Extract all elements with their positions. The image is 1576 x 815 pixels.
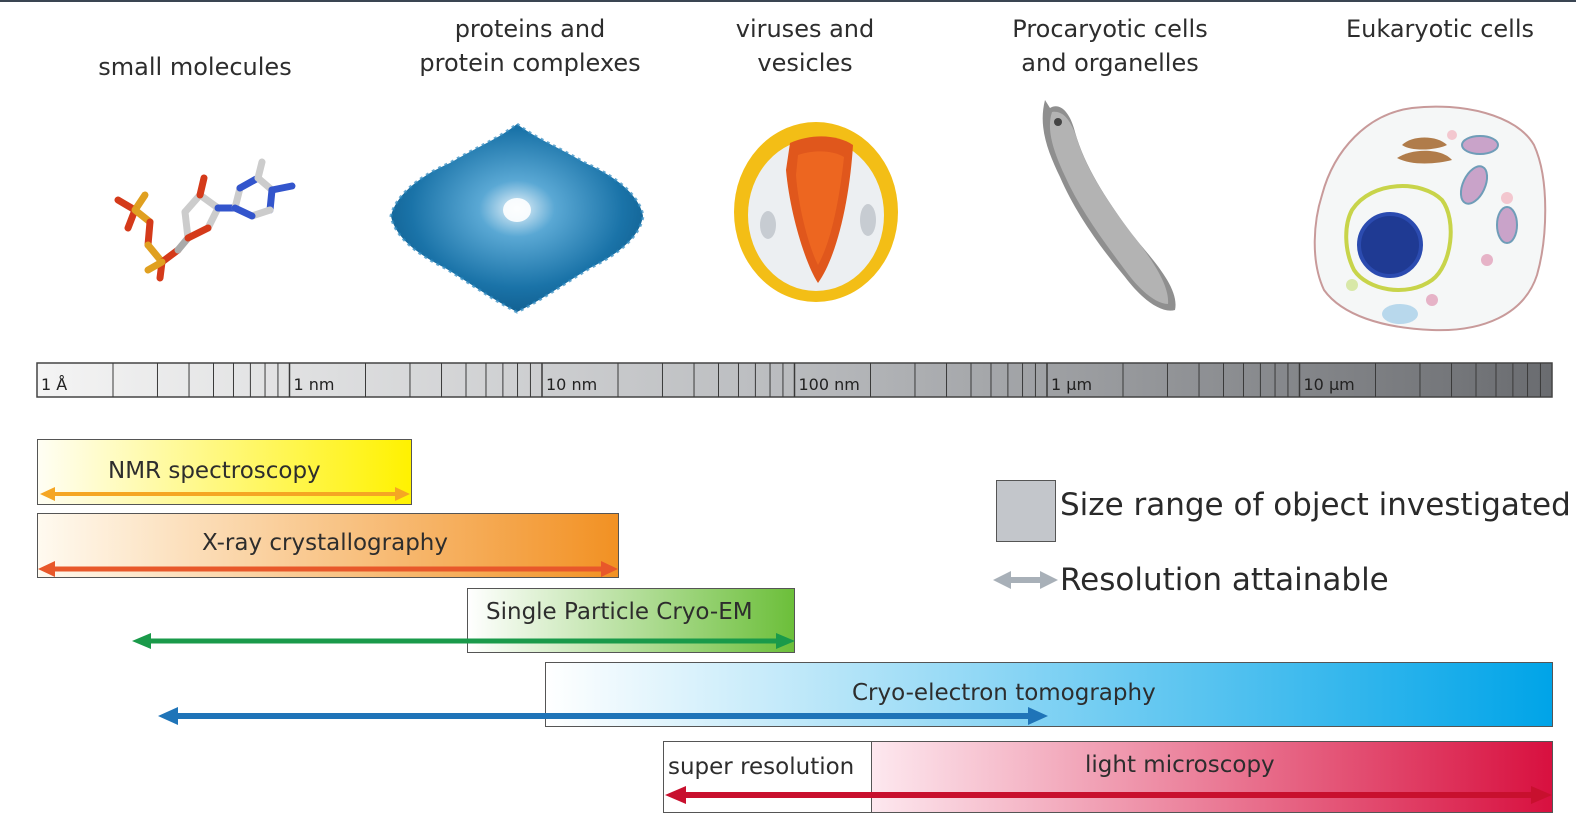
- virus-image: [734, 122, 898, 302]
- category-label-procaryotic: Procaryotic cells and organelles: [1012, 15, 1208, 77]
- category-label-small-molecules: small molecules: [98, 53, 292, 81]
- single-particle-cryoem-label: Single Particle Cryo-EM: [486, 599, 753, 625]
- legend-size-range-label: Size range of object investigated: [1060, 487, 1571, 523]
- scale-label: 100 nm: [798, 375, 860, 394]
- small-molecule-image: [114, 158, 296, 282]
- super-resolution-label: super resolution: [668, 754, 855, 780]
- scale-label: 1 Å: [41, 375, 68, 394]
- xray-crystallography-label: X-ray crystallography: [202, 530, 448, 556]
- legend-arrow-icon: [993, 571, 1058, 589]
- super-resolution-range: [663, 741, 873, 813]
- eukaryotic-cell-image: [1313, 105, 1547, 332]
- legend-resolution-label: Resolution attainable: [1060, 562, 1389, 598]
- legend-size-range-swatch: [996, 480, 1056, 542]
- category-label-proteins: proteins and protein complexes: [419, 15, 641, 77]
- scale-label: 1 µm: [1051, 375, 1093, 394]
- scale-label: 10 µm: [1303, 375, 1355, 394]
- category-label-eukaryotic: Eukaryotic cells: [1345, 15, 1534, 43]
- cryo-electron-tomography-label: Cryo-electron tomography: [852, 680, 1156, 706]
- scale-label: 1 nm: [293, 375, 335, 394]
- scale-label: 10 nm: [546, 375, 598, 394]
- procaryotic-cell-image: [1042, 100, 1176, 311]
- nmr-spectroscopy-label: NMR spectroscopy: [108, 458, 321, 484]
- protein-complex-image: [389, 122, 645, 314]
- light-microscopy-label: light microscopy: [1085, 752, 1275, 778]
- top-border: [0, 0, 1576, 2]
- category-label-viruses: viruses and vesicles: [735, 15, 875, 77]
- light-microscopy-range: [871, 741, 1553, 813]
